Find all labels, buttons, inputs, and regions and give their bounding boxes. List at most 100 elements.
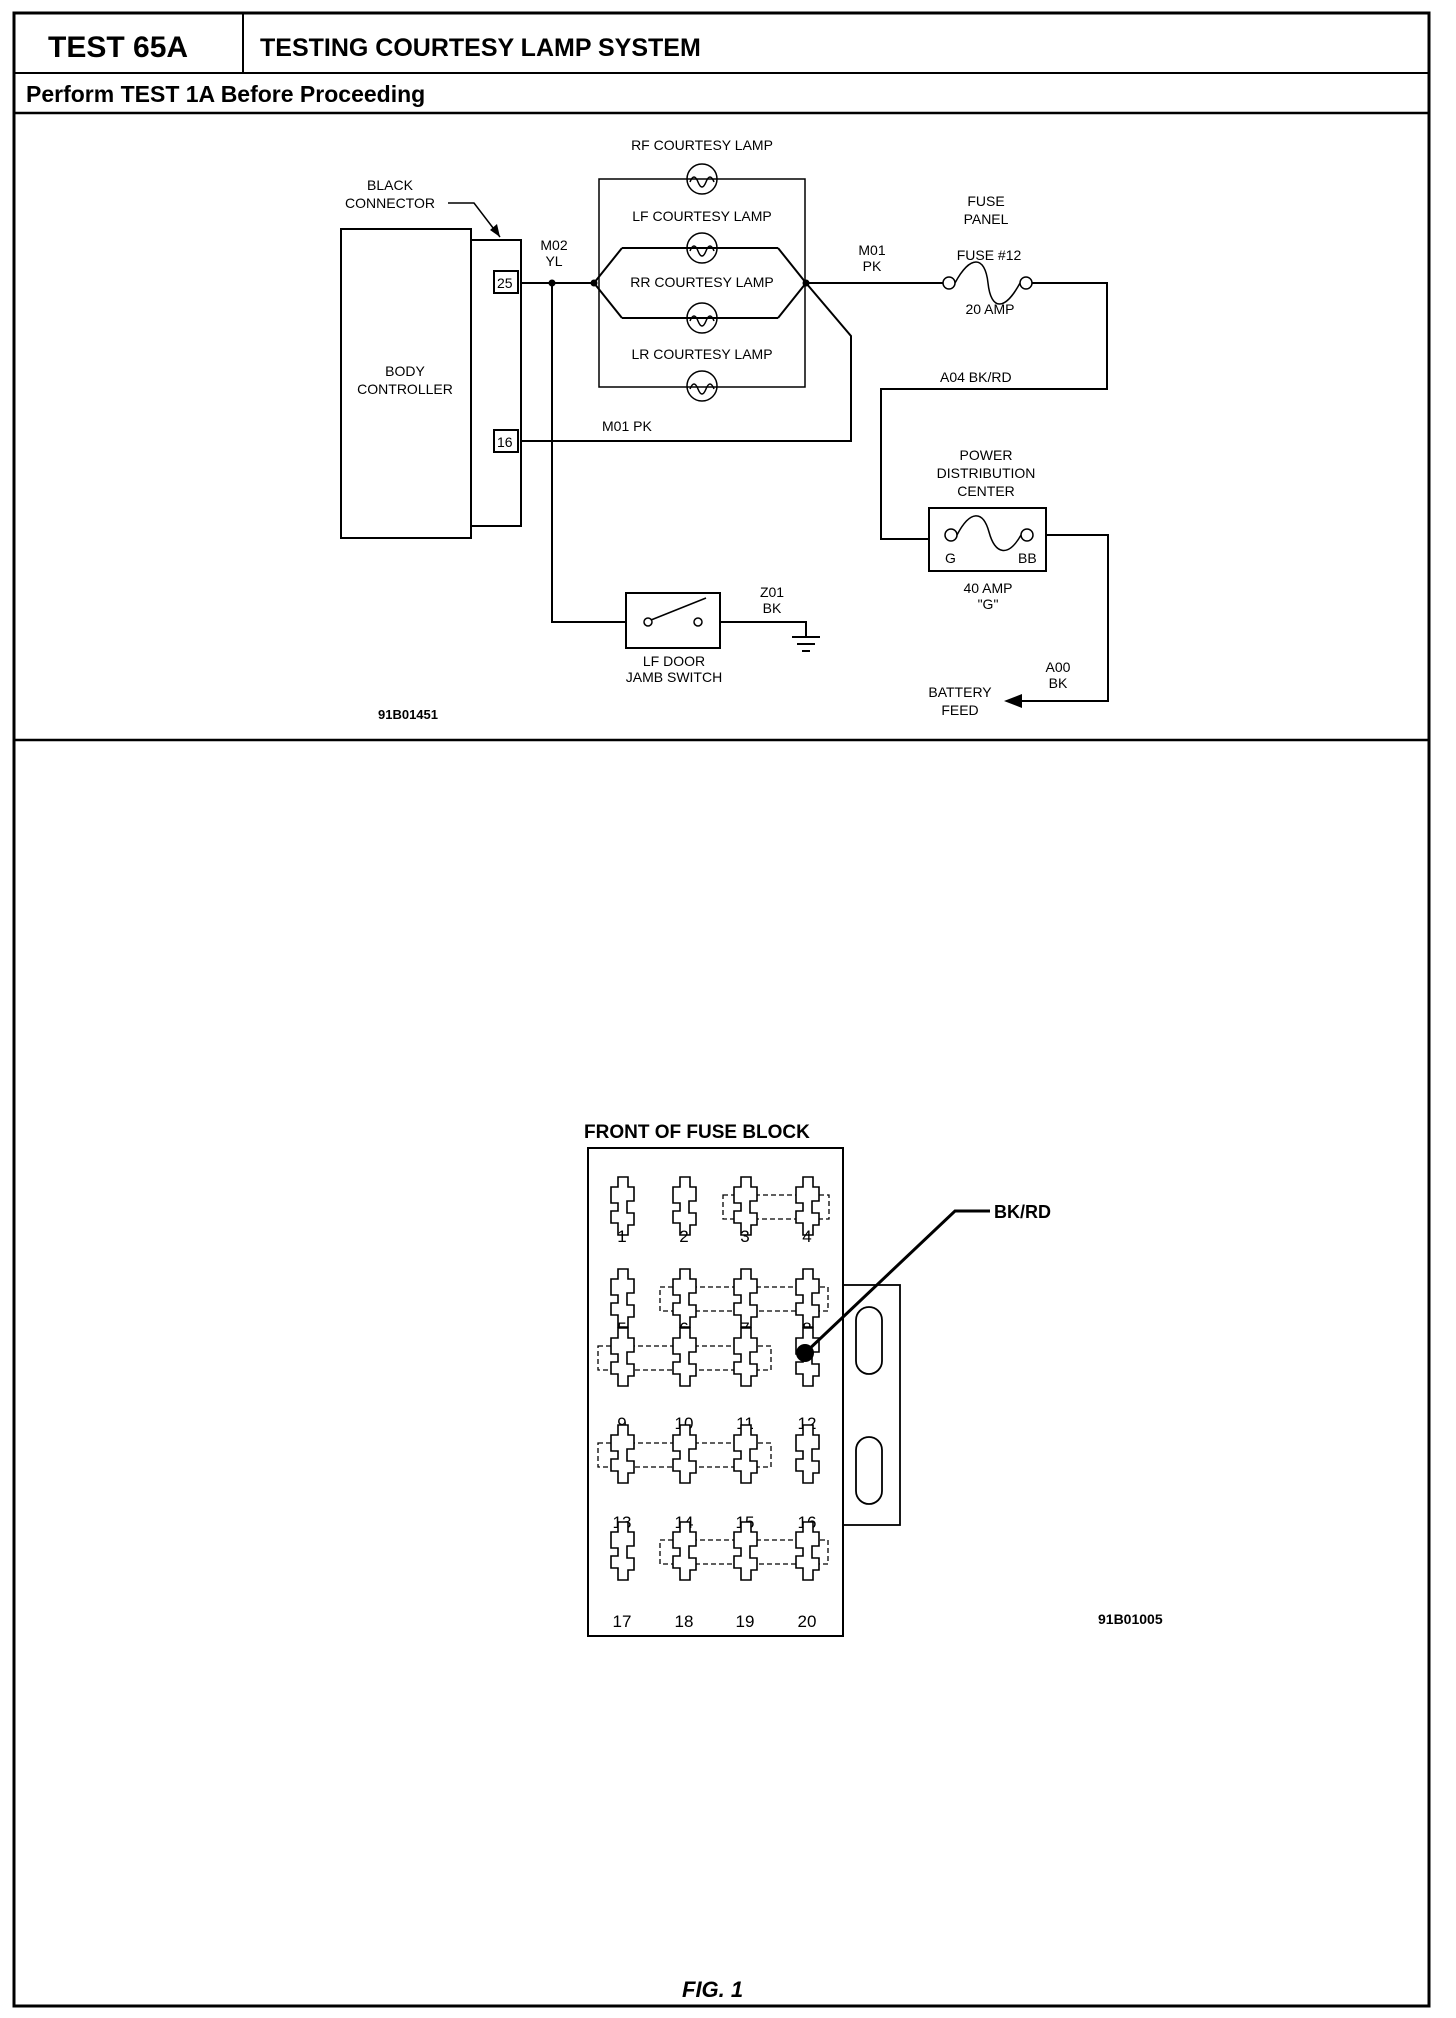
pdc-fuse-box: [928, 507, 1047, 572]
door-switch-label-1: LF DOOR: [643, 653, 705, 669]
body-controller-label-1: BODY: [385, 363, 425, 379]
fuse-12-right-terminal: [1019, 276, 1033, 290]
battery-feed-label-2: FEED: [941, 702, 978, 718]
rr-lamp-filament: [689, 315, 715, 327]
rf-courtesy-lamp: RF COURTESY LAMP: [631, 137, 773, 195]
m01-wire-bottom-label: M01 PK: [602, 418, 652, 434]
switch-left-contact: [643, 617, 653, 627]
fuse-number-4: 4: [802, 1227, 811, 1246]
fuse-slot-8: [795, 1268, 820, 1328]
switch-blade: [650, 597, 707, 621]
switch-feed-wire: [551, 283, 626, 623]
pdc-label-3: CENTER: [957, 483, 1015, 499]
fuse-slot-19: [733, 1521, 758, 1581]
fuse-block-diagram: FRONT OF FUSE BLOCK 12345678910111213141…: [584, 1122, 1163, 1637]
lf-courtesy-lamp: LF COURTESY LAMP: [632, 208, 772, 264]
rr-courtesy-lamp: RR COURTESY LAMP: [612, 274, 792, 334]
bk-rd-leader: [803, 1209, 990, 1355]
fuse-number-3: 3: [740, 1227, 749, 1246]
rf-lamp-bulb: [686, 163, 718, 195]
a00-wire-label-2: BK: [1049, 675, 1068, 691]
m02-wire-label-1: M02: [540, 237, 567, 253]
pdc-rating-1: 40 AMP: [963, 580, 1012, 596]
black-connector-leader: [448, 202, 501, 238]
fuse-slot-17: [610, 1521, 635, 1581]
pin-16-box: [493, 429, 519, 453]
fuse-12-element: [954, 261, 1021, 305]
lf-lamp-filament: [689, 245, 715, 257]
rr-label-mask: [612, 274, 792, 290]
pdc-g-label: G: [945, 550, 956, 566]
bracket-slot-upper: [855, 1306, 883, 1375]
a00-wire-label-1: A00: [1046, 659, 1071, 675]
rf-courtesy-lamp-label: RF COURTESY LAMP: [631, 137, 773, 153]
a04-wire-label: A04 BK/RD: [940, 369, 1012, 385]
fuse-block-title: FRONT OF FUSE BLOCK: [584, 1122, 810, 1143]
black-connector-label-2: CONNECTOR: [345, 195, 435, 211]
bk-rd-callout: BK/RD: [994, 1202, 1051, 1222]
fuse-slot-14: [672, 1424, 697, 1484]
rr-lamp-bulb: [686, 302, 718, 334]
lr-lamp-bulb: [686, 370, 718, 402]
fuse-number-19: 19: [736, 1612, 755, 1631]
lr-courtesy-lamp: LR COURTESY LAMP: [631, 346, 773, 402]
fuse-number-20: 20: [798, 1612, 817, 1631]
fuse-number-1: 1: [617, 1227, 626, 1246]
m01-wire-to-pin-16: [521, 282, 852, 442]
fuse-12-left-terminal: [942, 276, 956, 290]
fuse-slot-10: [672, 1327, 697, 1387]
m01-wire-top-label-1: M01: [858, 242, 885, 258]
m01-wire-top-label-2: PK: [863, 258, 882, 274]
lf-lamp-bulb: [686, 232, 718, 264]
switch-right-contact: [693, 617, 703, 627]
fuse-slot-18: [672, 1521, 697, 1581]
a04-wire: [880, 282, 1108, 540]
fuse-slot-6: [672, 1268, 697, 1328]
z01-wire-label-2: BK: [763, 600, 782, 616]
figure-label: FIG. 1: [682, 1977, 743, 2002]
fuse-slot-11: [733, 1327, 758, 1387]
fuse-number-9: 9: [617, 1414, 626, 1433]
fuse-panel-label-1: FUSE: [967, 193, 1004, 209]
pdc-label-1: POWER: [960, 447, 1013, 463]
bracket-slot-lower: [855, 1436, 883, 1505]
bridge-3-4: [722, 1194, 830, 1220]
pdc-rating-2: "G": [978, 596, 999, 612]
lr-lamp-filament: [689, 383, 715, 395]
fuse-slots: 1234567891011121314151617181920: [610, 1176, 820, 1631]
fuse-number-2: 2: [679, 1227, 688, 1246]
fuse-12-label: FUSE #12: [957, 247, 1022, 263]
lf-courtesy-lamp-label: LF COURTESY LAMP: [632, 208, 772, 224]
fuse-number-18: 18: [675, 1612, 694, 1631]
page-frame: [12, 11, 1431, 2008]
courtesy-lamp-schematic: 25 16 BODY CONTROLLER BLACK CONNECTOR M0…: [340, 137, 1109, 722]
black-connector-label-1: BLACK: [367, 177, 414, 193]
body-controller-label-2: CONTROLLER: [357, 381, 453, 397]
a00-wire: [1020, 534, 1109, 702]
pin-16-label: 16: [497, 434, 513, 450]
lamp-bus-left-junction: [590, 279, 598, 287]
black-connector-arrowhead: [490, 224, 500, 237]
fuse-slot-9: [610, 1327, 635, 1387]
lf-door-jamb-switch: [625, 592, 721, 649]
fuse-slot-2: [672, 1176, 697, 1236]
fuse-slot-13: [610, 1424, 635, 1484]
fuse-slot-20: [795, 1521, 820, 1581]
z01-wire-label-1: Z01: [760, 584, 784, 600]
body-controller: [340, 228, 472, 539]
pdc-fuse-element: [956, 515, 1022, 552]
test-title: TESTING COURTESY LAMP SYSTEM: [260, 34, 701, 62]
fuse-slot-15: [733, 1424, 758, 1484]
door-switch-label-2: JAMB SWITCH: [626, 669, 722, 685]
test-subtitle: Perform TEST 1A Before Proceeding: [26, 81, 425, 107]
lr-courtesy-lamp-label: LR COURTESY LAMP: [631, 346, 772, 362]
rr-courtesy-lamp-label: RR COURTESY LAMP: [630, 274, 773, 290]
fuse-slot-16: [795, 1424, 820, 1484]
schematic-ref: 91B01451: [378, 707, 438, 722]
m02-wire-label-2: YL: [545, 253, 562, 269]
ground-icon: [792, 636, 820, 652]
pdc-bb-label: BB: [1018, 550, 1037, 566]
fuse-block-body: [587, 1147, 844, 1637]
fuse-slot-3: [733, 1176, 758, 1236]
z01-wire: [720, 621, 807, 636]
